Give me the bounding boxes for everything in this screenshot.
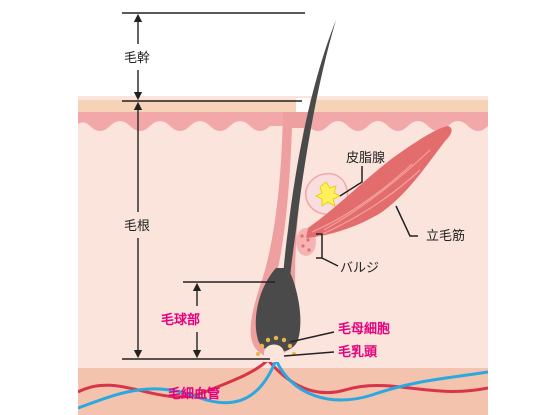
label-arrector-pili: 立毛筋	[426, 228, 465, 244]
label-hair-bulb: 毛球部	[161, 312, 200, 328]
label-capillaries: 毛細血管	[168, 386, 220, 402]
skin-surface-band	[78, 100, 488, 112]
hair-follicle	[250, 20, 336, 362]
label-dermal-papilla: 毛乳頭	[338, 344, 378, 360]
label-bulge: バルジ	[340, 261, 379, 276]
capillary-vein	[78, 359, 488, 410]
label-sebaceous-gland: 皮脂腺	[346, 151, 385, 166]
dimension-lines	[122, 12, 305, 360]
hair-matrix-cells	[256, 335, 296, 356]
hair-bulb	[255, 268, 301, 352]
sebum-icon	[315, 181, 341, 207]
dimension-arrows	[133, 13, 202, 359]
label-hair-matrix-cells: 毛母細胞	[338, 321, 390, 337]
dermal-papilla	[264, 344, 284, 362]
arrector-pili-muscle	[306, 126, 452, 238]
label-hair-shaft: 毛幹	[124, 50, 150, 66]
hair-shaft	[282, 20, 336, 300]
label-hair-root: 毛根	[124, 219, 150, 234]
sebaceous-gland	[304, 172, 349, 215]
pointer-lines	[283, 166, 418, 357]
